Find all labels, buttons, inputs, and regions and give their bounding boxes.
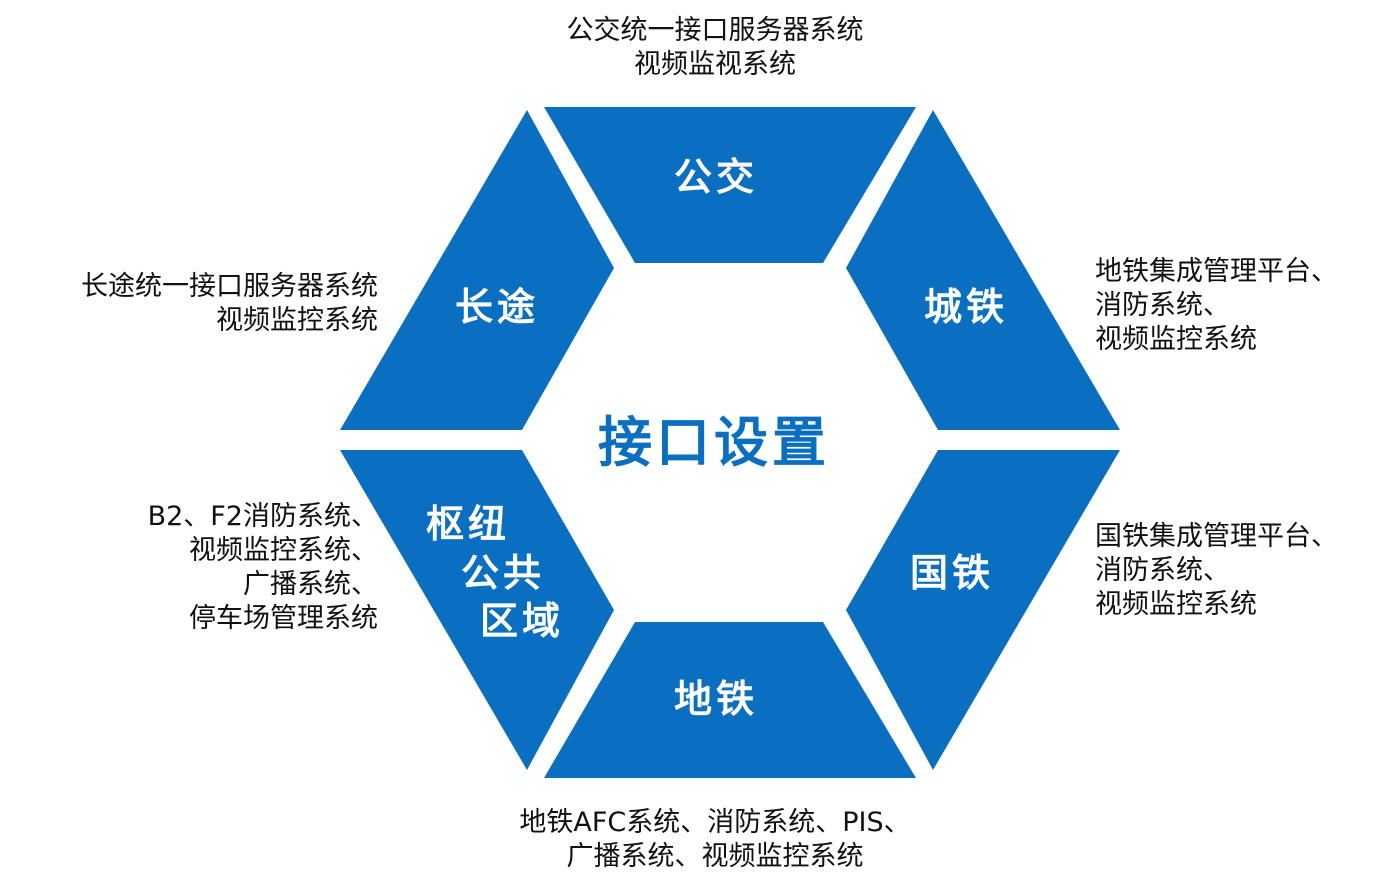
segment-label-hub-line-2: 公共: [461, 551, 545, 595]
description-line: 消防系统、: [1095, 555, 1230, 586]
description-line: 广播系统、: [243, 569, 378, 600]
description-line: 地铁AFC系统、消防系统、PIS、: [519, 807, 911, 838]
description-line: 视频监控系统: [1095, 324, 1257, 355]
description-line: 地铁集成管理平台、: [1095, 256, 1338, 287]
description-line: 视频监视系统: [634, 49, 796, 80]
description-line: 广播系统、视频监控系统: [566, 841, 864, 872]
segment-label-hub-line-1: 枢纽: [426, 502, 510, 546]
segment-subway: [544, 622, 916, 778]
segment-label-national-rail: 国铁: [910, 551, 994, 595]
description-long-distance: 长途统一接口服务器系统 视频监控系统: [20, 270, 378, 338]
description-metro-city: 地铁集成管理平台、 消防系统、 视频监控系统: [1095, 255, 1365, 357]
description-line: 视频监控系统: [1095, 589, 1257, 620]
description-line: B2、F2消防系统、: [147, 501, 378, 532]
segment-label-long-distance: 长途: [455, 285, 539, 329]
segment-label-metro-city: 城铁: [924, 285, 1008, 329]
segment-long-distance: [340, 110, 614, 430]
segment-metro-city: [846, 110, 1120, 430]
description-subway: 地铁AFC系统、消防系统、PIS、 广播系统、视频监控系统: [470, 806, 960, 874]
segment-label-subway: 地铁: [674, 677, 758, 721]
segment-hub: [340, 450, 614, 770]
description-line: 停车场管理系统: [189, 603, 378, 634]
description-line: 视频监控系统: [216, 305, 378, 336]
segment-label-hub-line-3: 区域: [480, 599, 564, 643]
description-hub: B2、F2消防系统、 视频监控系统、 广播系统、 停车场管理系统: [60, 500, 378, 636]
description-line: 消防系统、: [1095, 290, 1230, 321]
description-bus: 公交统一接口服务器系统 视频监视系统: [500, 14, 930, 82]
segment-bus: [544, 107, 916, 263]
description-line: 公交统一接口服务器系统: [566, 15, 864, 46]
description-national-rail: 国铁集成管理平台、 消防系统、 视频监控系统: [1095, 520, 1365, 622]
description-line: 视频监控系统、: [189, 535, 378, 566]
center-title: 接口设置: [598, 411, 830, 474]
segment-national-rail: [846, 450, 1120, 770]
segment-label-bus: 公交: [674, 155, 758, 199]
description-line: 长途统一接口服务器系统: [81, 271, 378, 302]
description-line: 国铁集成管理平台、: [1095, 521, 1338, 552]
